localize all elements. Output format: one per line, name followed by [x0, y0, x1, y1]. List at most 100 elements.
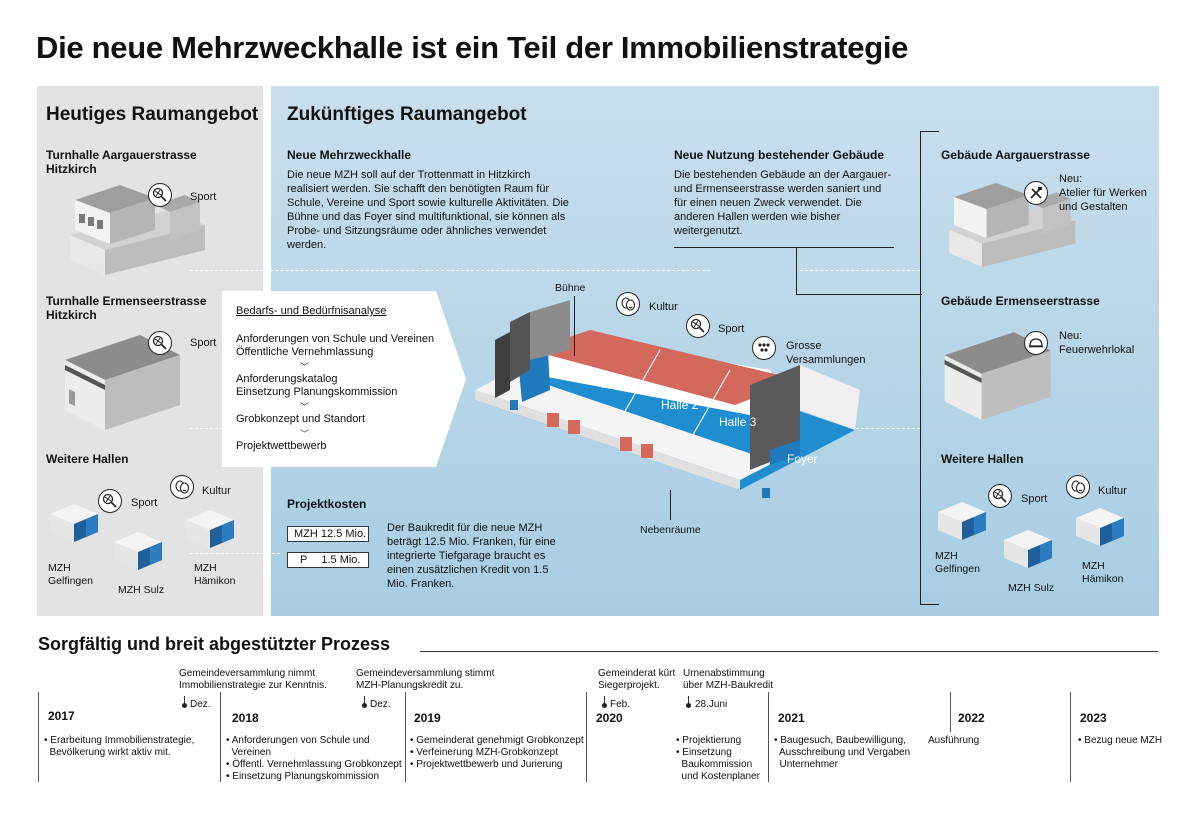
pointer-line: [574, 296, 575, 356]
hall-label: MZH Sulz: [1008, 582, 1055, 594]
sport-icon: [148, 183, 172, 207]
tools-icon: [1024, 181, 1048, 205]
year-label: 2023: [1080, 711, 1107, 725]
year-label: 2017: [48, 709, 75, 723]
event-marker: [688, 696, 689, 706]
mzh-cost: MZH 12.5 Mio.: [287, 526, 369, 542]
current-space-heading: Heutiges Raumangebot: [46, 104, 259, 125]
new-hall-title: Neue Mehrzweckhalle: [287, 148, 412, 162]
chevron-down-icon: ﹀: [300, 362, 310, 372]
pointer-line: [670, 490, 671, 520]
guide-line: [190, 270, 710, 271]
new-use-label: Neu: Feuerwehrlokal: [1059, 330, 1135, 356]
event-dot: [686, 703, 691, 708]
event-date: Dez.: [190, 699, 211, 710]
year-items: Ausführung: [928, 735, 980, 746]
building-aargauerstrasse-new: [949, 183, 1076, 267]
building-title: Turnhalle Ermenseerstrasse Hitzkirch: [46, 294, 207, 322]
parking-icon: P: [300, 554, 308, 566]
year-items: • Baugesuch, Baubewilligung, Ausschreibu…: [774, 735, 911, 770]
timeline-separator: [1070, 692, 1071, 782]
parking-cost-box: P 1.5 Mio.: [287, 552, 369, 568]
halle3-label: Halle 3: [719, 415, 757, 429]
event-note: Urnenabstimmung über MZH-Baukredit: [683, 668, 774, 691]
kultur-icon: [616, 292, 640, 316]
event-date: 28.Juni: [695, 699, 728, 710]
heading-rule: [420, 651, 1158, 652]
crowd-label: Grosse Versammlungen: [786, 340, 866, 366]
kultur-label: Kultur: [649, 301, 678, 313]
sport-icon: [148, 331, 172, 355]
year-label: 2020: [596, 711, 623, 725]
hall-label: MZH Gelfingen: [935, 550, 980, 575]
new-hall-text: Die neue MZH soll auf der Trottenmatt in…: [287, 169, 569, 251]
year-label: 2018: [232, 711, 259, 725]
guide-line: [800, 270, 920, 271]
sport-label: Sport: [1021, 493, 1048, 505]
other-halls-title: Weitere Hallen: [941, 452, 1024, 466]
year-items: • Gemeinderat genehmigt Grobkonzept • Ve…: [410, 735, 584, 770]
parking-cost: 1.5 Mio.: [321, 554, 361, 566]
kultur-label: Kultur: [1098, 485, 1127, 497]
timeline-separator: [405, 692, 406, 782]
event-note: Gemeindeversammlung stimmt MZH-Planungsk…: [356, 668, 495, 691]
year-items: • Erarbeitung Immobilienstrategie, Bevöl…: [44, 735, 195, 758]
process-title: Bedarfs- und Bedürfnisanalyse: [236, 305, 387, 317]
halle1-label: Halle 1: [601, 377, 639, 391]
process-step: Anforderungen von Schule und Vereinen Öf…: [236, 333, 435, 358]
costs-text: Der Baukredit für die neue MZH beträgt 1…: [387, 522, 556, 590]
sport-label: Sport: [190, 191, 217, 203]
kultur-label: Kultur: [202, 485, 231, 497]
building-title: Gebäude Ermenseerstrasse: [941, 294, 1100, 308]
other-halls-title: Weitere Hallen: [46, 452, 129, 466]
hall-label: MZH Hämikon: [1082, 560, 1124, 585]
process-step: Projektwettbewerb: [236, 440, 327, 452]
event-dot: [602, 703, 607, 708]
crowd-icon: [752, 336, 776, 360]
sport-icon: [988, 484, 1012, 508]
building-title: Turnhalle Aargauerstrasse Hitzkirch: [46, 148, 197, 176]
event-dot: [182, 703, 187, 708]
sport-label: Sport: [718, 323, 745, 335]
hall-gelfingen: [50, 504, 98, 542]
process-step: Anforderungskatalog Einsetzung Planungsk…: [236, 373, 398, 398]
hall-sulz: [114, 532, 162, 570]
costs-title: Projektkosten: [287, 497, 367, 511]
nebenraeume-label: Nebenräume: [640, 524, 701, 536]
year-label: 2021: [778, 711, 805, 725]
event-marker: [604, 696, 605, 706]
timeline-separator: [768, 692, 769, 782]
new-use-label: Neu: Atelier für Werken und Gestalten: [1059, 173, 1147, 213]
fire-helmet-icon: [1024, 331, 1048, 355]
timeline-separator: [586, 692, 587, 782]
hall-sulz: [1004, 530, 1052, 568]
kultur-icon: [1066, 475, 1090, 499]
process-step: Grobkonzept und Standort: [236, 413, 366, 425]
event-date: Dez.: [370, 699, 391, 710]
foyer-label: Foyer: [787, 452, 818, 466]
timeline-separator: [950, 692, 951, 732]
sport-label: Sport: [190, 337, 217, 349]
process-arrow: [222, 291, 466, 467]
year-label: 2022: [958, 711, 985, 725]
existing-use-text: Die bestehenden Gebäude an der Aargauer-…: [674, 169, 892, 237]
existing-use-title: Neue Nutzung bestehender Gebäude: [674, 148, 885, 162]
event-note: Gemeindeversammlung nimmt Immobilienstra…: [179, 668, 327, 691]
event-dot: [362, 703, 367, 708]
hall-haemikon: [1076, 508, 1124, 546]
event-date: Feb.: [610, 699, 631, 710]
future-space-heading: Zukünftiges Raumangebot: [287, 104, 527, 125]
hall-label: MZH Sulz: [118, 584, 165, 596]
connector-line: [796, 247, 797, 295]
new-hall-isometric: [475, 300, 860, 498]
buehne-label: Bühne: [555, 282, 586, 294]
bracket: [920, 131, 939, 605]
event-note: Gemeinderat kürt Siegerprojekt.: [598, 668, 676, 691]
chevron-down-icon: ﹀: [300, 429, 310, 439]
divider: [674, 247, 894, 248]
page-title: Die neue Mehrzweckhalle ist ein Teil der…: [36, 30, 909, 65]
process-heading: Sorgfältig und breit abgestützter Prozes…: [38, 634, 391, 654]
hall-gelfingen: [938, 502, 986, 540]
year-items: • Bezug neue MZH: [1078, 735, 1163, 746]
hall-haemikon: [186, 510, 234, 548]
